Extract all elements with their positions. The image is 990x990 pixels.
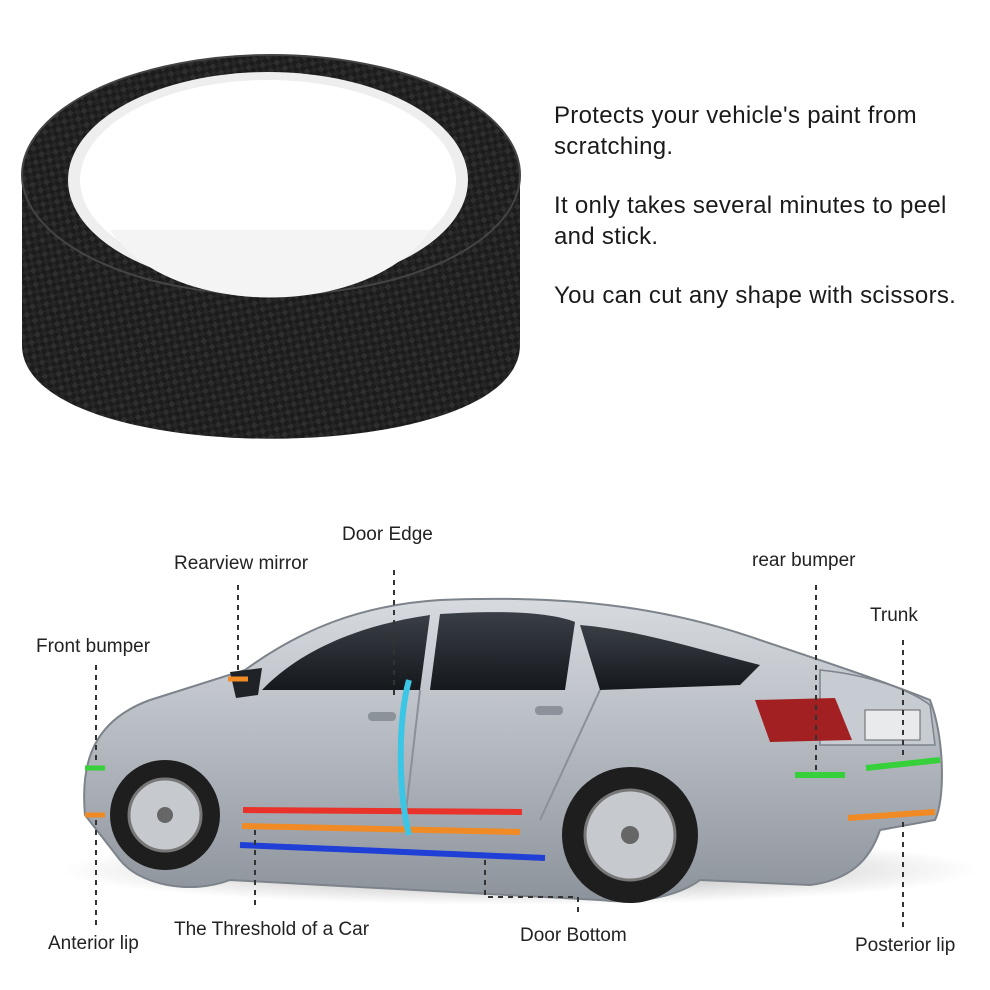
label-rearview-mirror: Rearview mirror — [174, 553, 309, 574]
door-bottom-blue-strip — [239, 842, 546, 861]
feature-cut-to-shape: You can cut any shape with scissors. — [554, 282, 957, 309]
label-trunk: Trunk — [870, 605, 918, 626]
door-edge-cyan-strip — [397, 679, 412, 836]
label-front-bumper: Front bumper — [36, 636, 151, 657]
feature-list: Protects your vehicle's paint from scrat… — [554, 100, 974, 339]
posterior-lip-strip — [847, 809, 936, 821]
feature-easy-install: It only takes several minutes to peel an… — [554, 192, 947, 250]
tape-strips — [85, 676, 941, 861]
carbon-tape-roll — [21, 54, 521, 439]
threshold-orange-strip — [241, 823, 521, 835]
label-door-edge: Door Edge — [342, 524, 433, 545]
label-door-bottom: Door Bottom — [520, 925, 627, 946]
trunk-strip — [865, 757, 941, 771]
threshold-red-strip — [242, 807, 523, 815]
feature-paint-protection: Protects your vehicle's paint from scrat… — [554, 102, 917, 160]
label-anterior-lip: Anterior lip — [48, 933, 139, 954]
label-posterior-lip: Posterior lip — [855, 935, 956, 956]
label-rear-bumper: rear bumper — [752, 550, 856, 571]
leader-lines — [95, 570, 904, 930]
label-threshold: The Threshold of a Car — [174, 919, 370, 940]
